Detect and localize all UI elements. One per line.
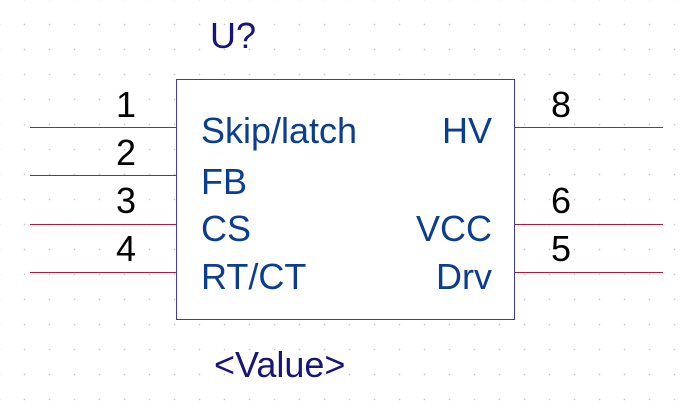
pin-5-line[interactable] bbox=[515, 272, 663, 273]
pin-3-line[interactable] bbox=[30, 224, 176, 225]
pin-4-number: 4 bbox=[116, 228, 137, 269]
component-designator[interactable]: U? bbox=[210, 15, 257, 56]
pin-6-line[interactable] bbox=[515, 224, 663, 225]
component-body[interactable] bbox=[176, 79, 515, 320]
pin-5-label: Drv bbox=[436, 256, 492, 297]
pin-4-line[interactable] bbox=[30, 272, 176, 273]
pin-3-label: CS bbox=[201, 208, 252, 249]
pin-8-line[interactable] bbox=[515, 127, 663, 128]
pin-2-number: 2 bbox=[116, 132, 137, 173]
pin-1-label: Skip/latch bbox=[201, 110, 358, 151]
pin-8-label: HV bbox=[441, 110, 492, 151]
pin-4-label: RT/CT bbox=[201, 256, 307, 297]
pin-8-number: 8 bbox=[551, 84, 572, 125]
pin-5-number: 5 bbox=[551, 228, 572, 269]
pin-2-label: FB bbox=[201, 161, 248, 202]
pin-6-label: VCC bbox=[415, 208, 492, 249]
component-value[interactable]: <Value> bbox=[214, 344, 346, 385]
pin-6-number: 6 bbox=[551, 180, 572, 221]
pin-1-number: 1 bbox=[116, 84, 137, 125]
pin-1-line[interactable] bbox=[30, 127, 176, 128]
pin-2-line[interactable] bbox=[30, 175, 176, 176]
pin-3-number: 3 bbox=[116, 180, 137, 221]
